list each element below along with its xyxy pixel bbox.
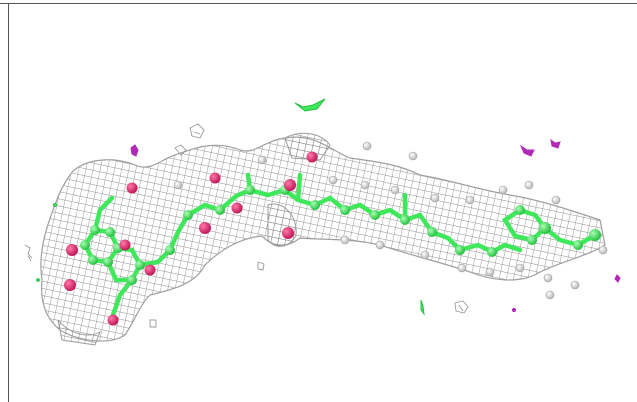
electron-density-mesh bbox=[40, 132, 606, 346]
stray-mesh-fragments bbox=[24, 123, 469, 328]
oxygen-atoms bbox=[64, 151, 318, 326]
hydrogen-atoms bbox=[173, 141, 608, 300]
green-stray-blobs bbox=[36, 98, 425, 316]
frame-top-border bbox=[8, 3, 637, 4]
carbon-atoms bbox=[80, 185, 601, 285]
magenta-density-blobs bbox=[130, 138, 621, 313]
frame-top-right-tick bbox=[629, 3, 637, 4]
frame-left-border bbox=[8, 3, 9, 402]
